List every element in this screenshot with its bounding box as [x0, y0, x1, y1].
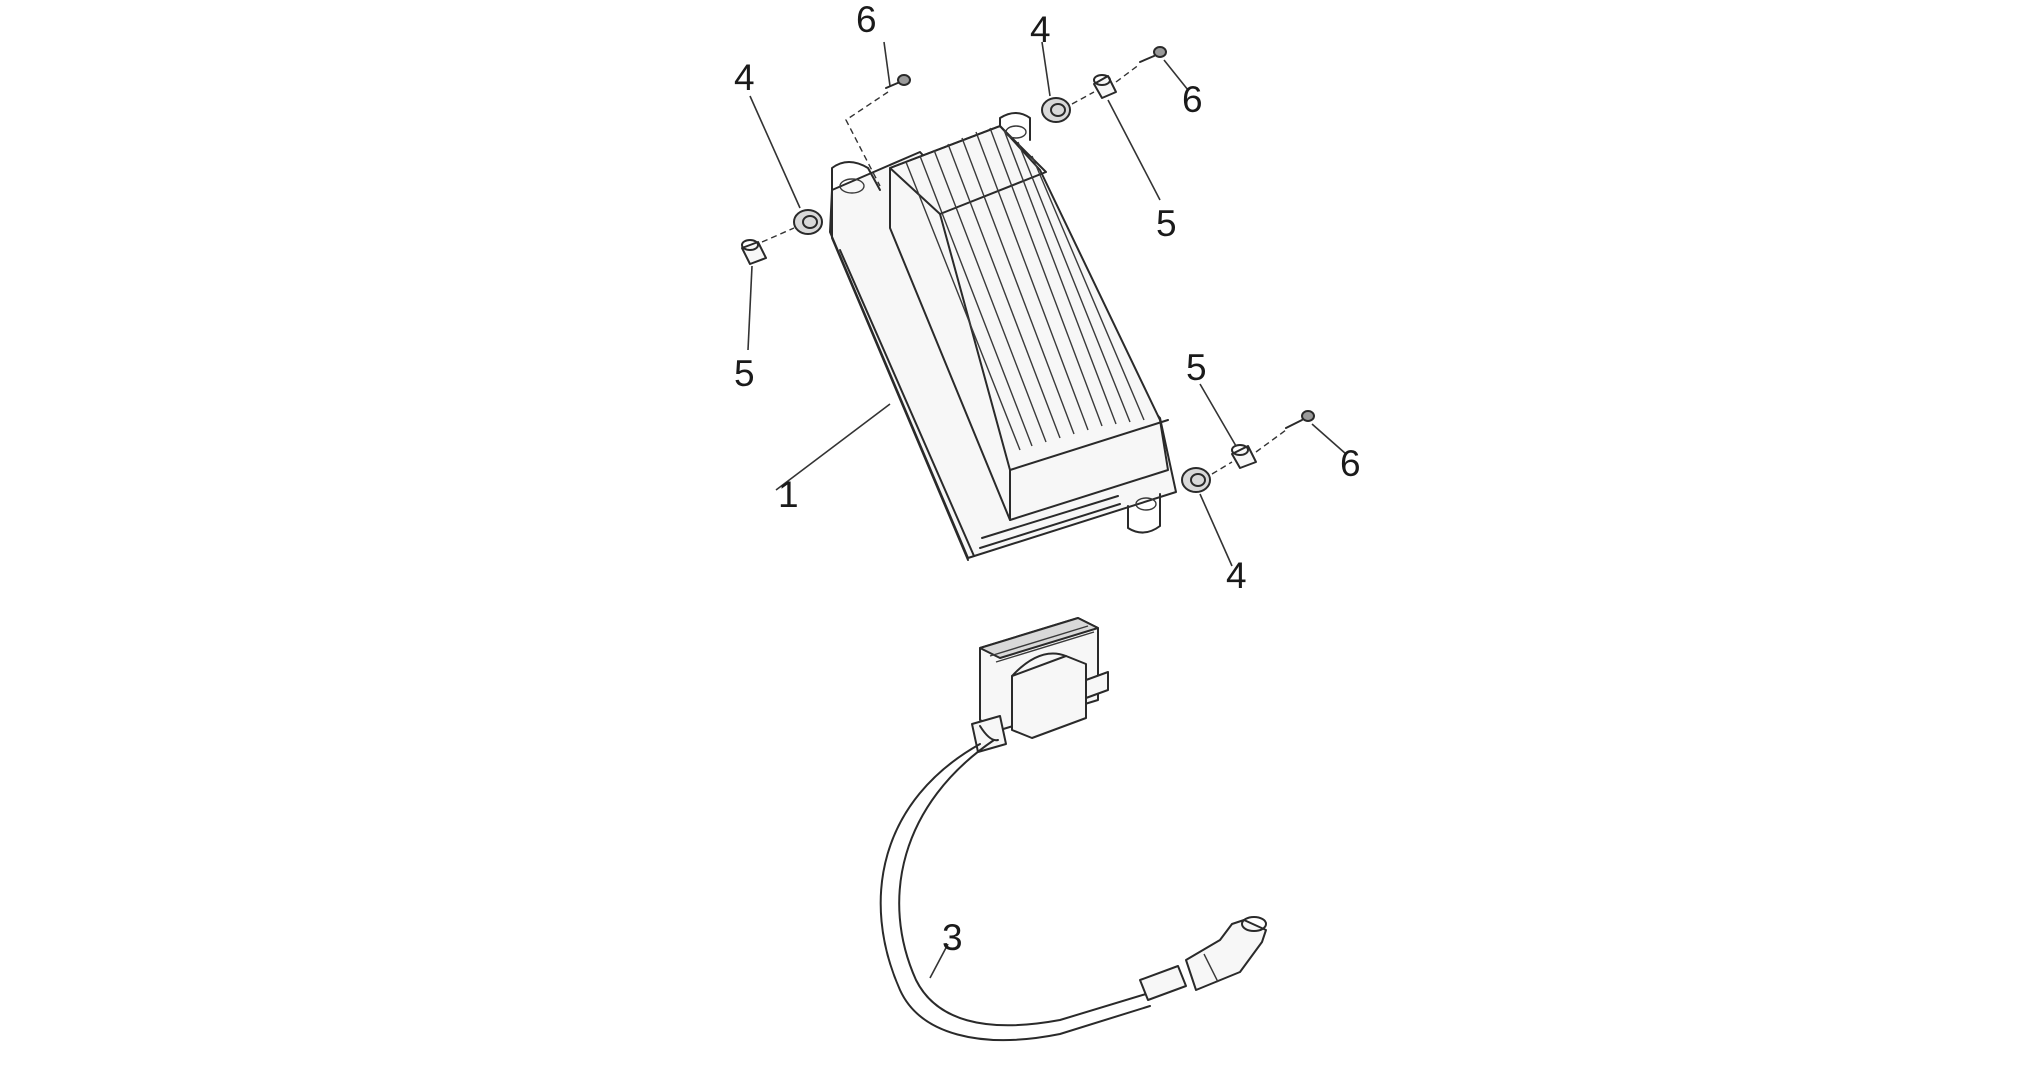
grommet-left — [793, 209, 823, 235]
screw-top-left — [885, 74, 911, 89]
leader-lines — [747, 41, 1347, 979]
callout-part-4-left: 4 — [734, 57, 755, 98]
screw-bottom — [1285, 410, 1315, 429]
callout-part-6-bottom: 6 — [1340, 443, 1361, 484]
grommet-bottom — [1181, 467, 1211, 493]
spacer-bottom — [1231, 444, 1257, 469]
callout-part-5-left: 5 — [734, 353, 755, 394]
ignition-coil-lead — [879, 617, 1267, 1041]
callout-part-1: 1 — [778, 474, 799, 515]
callout-part-6-top-left: 6 — [856, 0, 877, 40]
spacer-left — [741, 239, 767, 265]
callout-part-6-top-right: 6 — [1182, 79, 1203, 120]
control-module-housing — [829, 112, 1177, 561]
callout-part-5-bottom: 5 — [1186, 347, 1207, 388]
spacer-top — [1093, 74, 1117, 99]
callout-part-5-top: 5 — [1156, 203, 1177, 244]
callout-part-4-top: 4 — [1030, 9, 1051, 50]
grommet-top — [1041, 97, 1071, 123]
callout-part-3: 3 — [942, 917, 963, 958]
callout-part-4-bottom: 4 — [1226, 555, 1247, 596]
screw-top-right — [1139, 46, 1167, 63]
